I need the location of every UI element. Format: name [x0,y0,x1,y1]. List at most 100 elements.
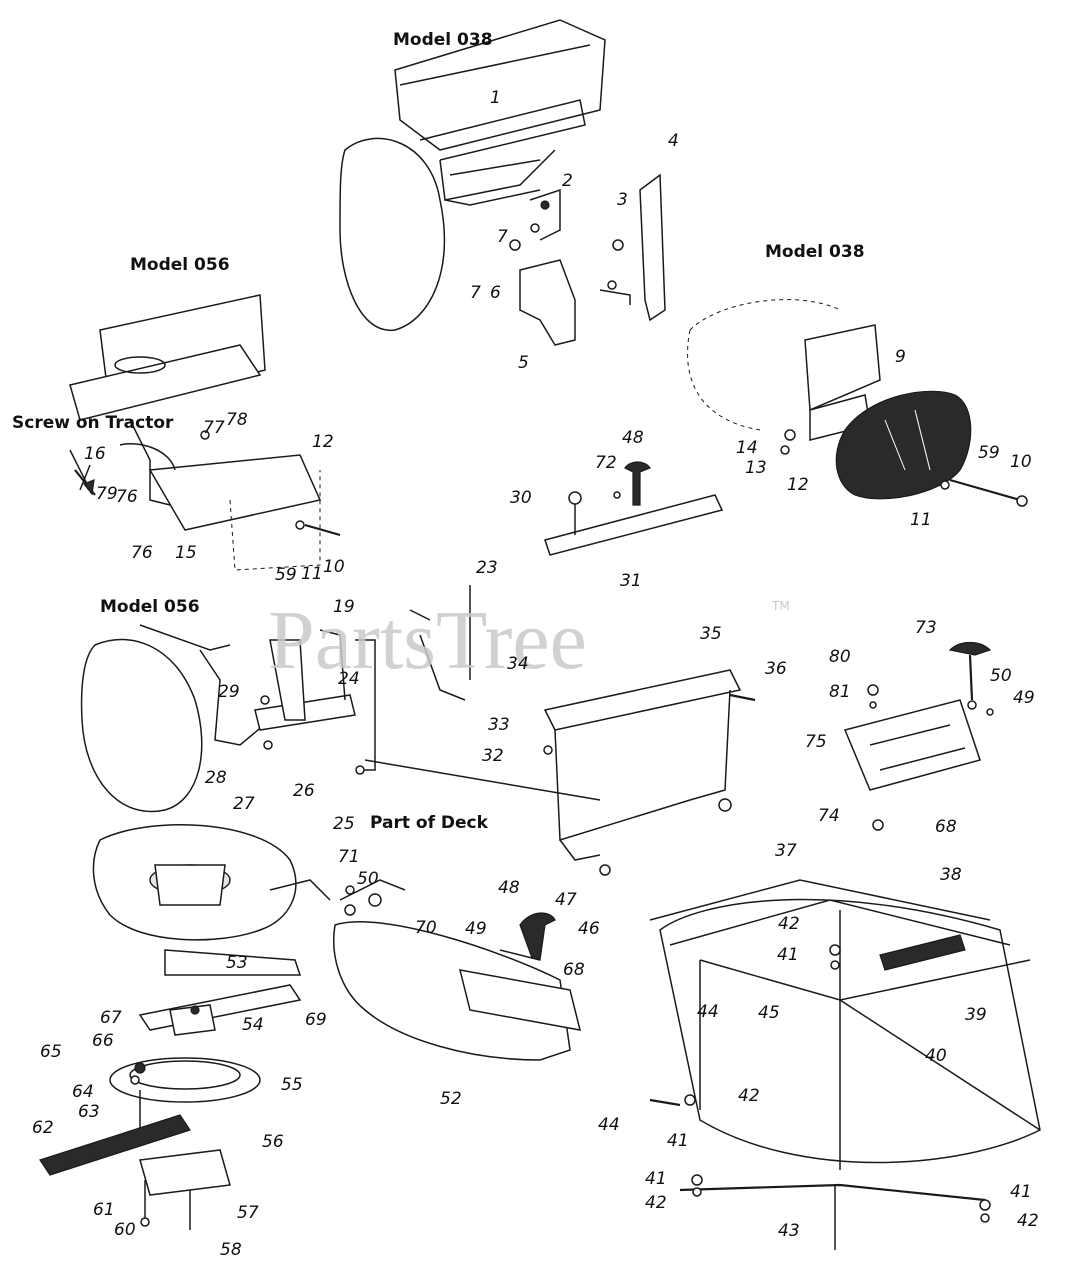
deck-hanger-34-35 [364,585,756,876]
screw-on-tractor-arrowhead [83,479,95,496]
caption-screw-on-tractor-line: Screw on Tractor [12,413,174,433]
weight-bracket-model-038 [687,299,1028,507]
callout-32: 32 [482,746,504,766]
callout-4: 4 [668,131,679,151]
caption-model-038-top: Model 038 [393,30,493,50]
callout-27: 27 [233,794,255,814]
callout-3: 3 [617,190,628,210]
callout-81: 81 [829,682,851,702]
callout-55: 55 [281,1075,303,1095]
callout-68b: 68 [563,960,585,980]
callout-11b: 11 [301,564,323,584]
callout-50a: 50 [990,666,1012,686]
callout-26: 26 [293,781,315,801]
callout-6: 6 [490,283,501,303]
callout-58: 58 [220,1240,242,1260]
callout-72: 72 [595,453,617,473]
bracket-assembly-2-4-5 [509,173,666,346]
callout-64: 64 [72,1082,94,1102]
callout-38: 38 [940,865,962,885]
hood-deck-arm-model-056 [80,624,376,813]
callout-40: 40 [925,1046,947,1066]
callout-62: 62 [32,1118,54,1138]
callout-70: 70 [415,918,437,938]
callout-61: 61 [93,1200,115,1220]
callout-1: 1 [490,88,501,108]
callout-24: 24 [338,669,360,689]
callout-7a: 7 [497,227,508,247]
callout-49b: 49 [465,919,487,939]
plate-75-knob-73 [843,641,994,831]
callout-47: 47 [555,890,577,910]
callout-45: 45 [758,1003,780,1023]
partstree-watermark: PartsTree [268,594,587,687]
callout-42b: 42 [738,1086,760,1106]
caption-model-056-left: Model 056 [130,255,230,275]
callout-53: 53 [226,953,248,973]
callout-49a: 49 [1013,688,1035,708]
callout-68a: 68 [935,817,957,837]
axle-bar-31 [544,461,724,556]
callout-39: 39 [965,1005,987,1025]
callout-42c: 42 [645,1193,667,1213]
caption-model-056-mid: Model 056 [100,597,200,617]
callout-50b: 50 [357,869,379,889]
discharge-chute [333,885,582,1061]
callout-10a: 10 [1010,452,1032,472]
callout-41a: 41 [777,945,799,965]
hood-frame-model-056 [69,294,341,571]
callout-11a: 11 [910,510,932,530]
callout-76a: 76 [131,543,153,563]
caption-screw-on-tractor: Screw on Tractor [12,413,174,433]
callout-41c: 41 [645,1169,667,1189]
callout-46: 46 [578,919,600,939]
callout-48b: 48 [498,878,520,898]
callout-16: 16 [84,444,106,464]
callout-63: 63 [78,1102,100,1122]
callout-41b: 41 [667,1131,689,1151]
callout-35: 35 [700,624,722,644]
callout-65: 65 [40,1042,62,1062]
caption-model-038-right: Model 038 [765,242,865,262]
engine-hood-model-038 [339,19,606,331]
callout-66: 66 [92,1031,114,1051]
callout-19: 19 [333,597,355,617]
callout-33: 33 [488,715,510,735]
callout-42a: 42 [778,914,800,934]
callout-60: 60 [114,1220,136,1240]
callout-9: 9 [895,347,906,367]
callout-67: 67 [100,1008,122,1028]
callout-79: 79 [96,484,118,504]
callout-13: 13 [745,458,767,478]
callout-56: 56 [262,1132,284,1152]
callout-36: 36 [765,659,787,679]
callout-2: 2 [562,171,573,191]
callout-48a: 48 [622,428,644,448]
callout-23: 23 [476,558,498,578]
callout-54: 54 [242,1015,264,1035]
callout-80: 80 [829,647,851,667]
callout-10b: 10 [323,557,345,577]
callout-76b: 76 [116,487,138,507]
callout-5: 5 [518,353,529,373]
callout-52: 52 [440,1089,462,1109]
callout-7b: 7 [470,283,481,303]
callout-44a: 44 [697,1002,719,1022]
callout-59b: 59 [275,565,297,585]
callout-12a: 12 [787,475,809,495]
callout-34: 34 [507,654,529,674]
callout-41d: 41 [1010,1182,1032,1202]
callout-71: 71 [338,847,360,867]
callout-73: 73 [915,618,937,638]
watermark-tm: TM [771,599,790,613]
callout-15: 15 [175,543,197,563]
callout-28: 28 [205,768,227,788]
callout-12b: 12 [312,432,334,452]
callout-14: 14 [736,438,758,458]
callout-57: 57 [237,1203,259,1223]
blade-spindle-assembly [39,949,302,1230]
callout-75: 75 [805,732,827,752]
callout-43: 43 [778,1221,800,1241]
callout-77: 77 [203,418,225,438]
